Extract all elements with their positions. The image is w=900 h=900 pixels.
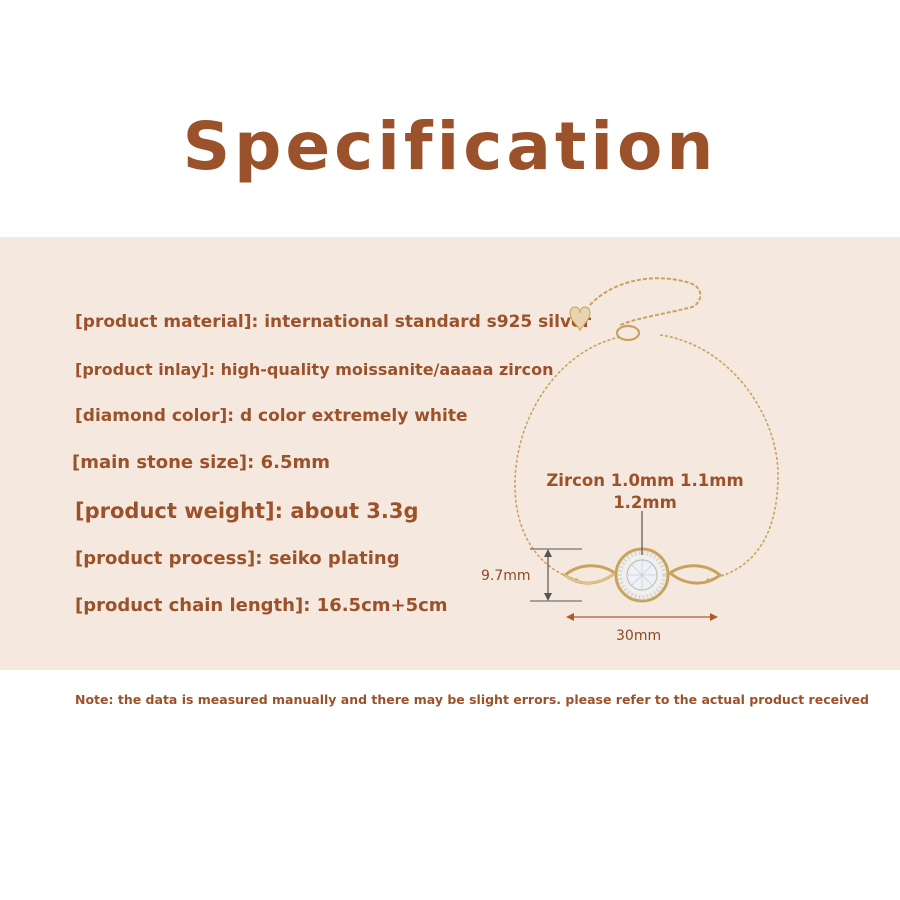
zircon-size-label: Zircon 1.0mm 1.1mm 1.2mm [540, 470, 750, 514]
bracelet-illustration [514, 277, 779, 621]
width-arrow-head-right [710, 613, 718, 621]
twist-right [667, 564, 723, 585]
zircon-size-line-1: Zircon 1.0mm 1.1mm [546, 471, 744, 490]
width-dimension-label: 30mm [616, 628, 662, 644]
spec-product-material: [product material]: international standa… [75, 312, 591, 332]
zircon-size-line-2: 1.2mm [613, 493, 677, 512]
spec-main-stone-size: [main stone size]: 6.5mm [72, 452, 331, 473]
measurement-note: Note: the data is measured manually and … [75, 692, 869, 707]
twist-left-2 [564, 572, 616, 584]
height-arrow-head-top [544, 549, 552, 557]
clasp-icon [615, 324, 641, 342]
spec-panel-background [0, 237, 900, 670]
height-dimension-label: 9.7mm [481, 568, 531, 584]
spec-product-inlay: [product inlay]: high-quality moissanite… [75, 360, 554, 379]
height-arrow-head-bottom [544, 593, 552, 601]
spec-product-weight: [product weight]: about 3.3g [75, 499, 419, 523]
width-arrow-head-left [566, 613, 574, 621]
bracelet-chain-right [659, 334, 779, 581]
spec-diamond-color: [diamond color]: d color extremely white [75, 406, 468, 426]
stone-facets [627, 560, 657, 590]
halo-pave [618, 551, 666, 599]
spec-chain-length: [product chain length]: 16.5cm+5cm [75, 595, 448, 616]
bracelet-chain [514, 336, 621, 581]
heart-charm-icon [569, 306, 591, 332]
spec-product-process: [product process]: seiko plating [75, 548, 400, 569]
page-title: Specification [182, 108, 718, 185]
extension-chain [589, 277, 702, 326]
